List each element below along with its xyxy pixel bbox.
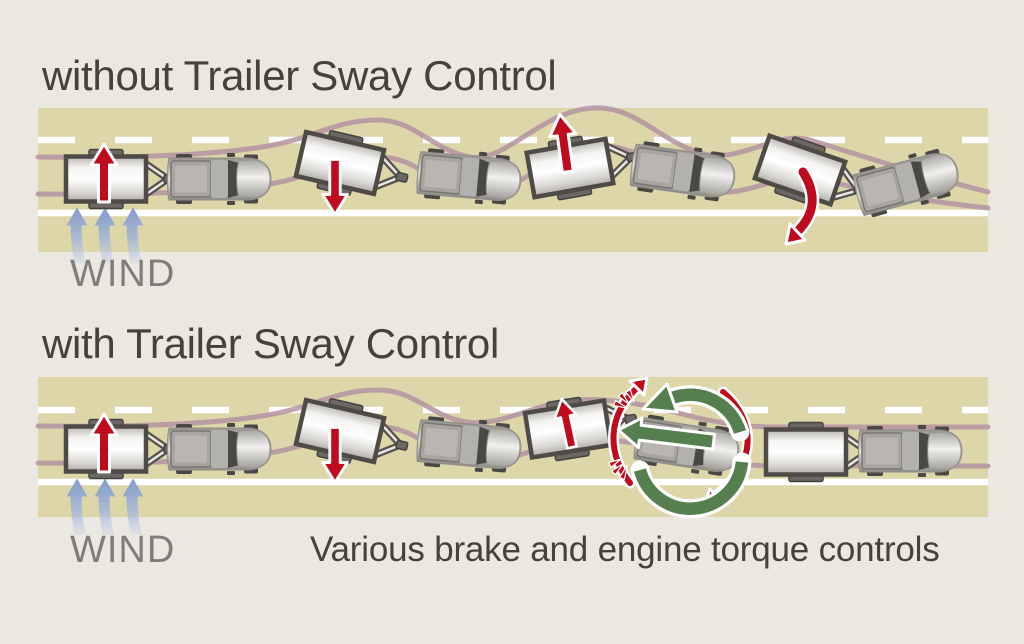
vehicle-path-line [35,105,991,195]
truck-icon [166,152,272,206]
wind-label-top: WIND [70,253,176,295]
engine-torque-arrow-icon [616,416,717,451]
truck-icon [857,424,963,478]
vehicle-path-line [35,387,991,430]
road-with-tsc [35,376,991,535]
wind-arrows [66,478,144,535]
truck-icon [166,422,272,476]
caption-brake-engine-controls: Various brake and engine torque controls [310,530,940,569]
truck-icon [414,145,524,209]
yaw-rotation-arrow-icon [630,382,752,519]
panel-title-with-tsc: with Trailer Sway Control [42,320,499,367]
wind-label-bottom: WIND [70,529,176,571]
road-without-tsc [35,105,991,264]
truck-icon [414,413,524,477]
sway-arrow-curved-icon [784,165,820,246]
panel-title-without-tsc: without Trailer Sway Control [42,52,557,99]
